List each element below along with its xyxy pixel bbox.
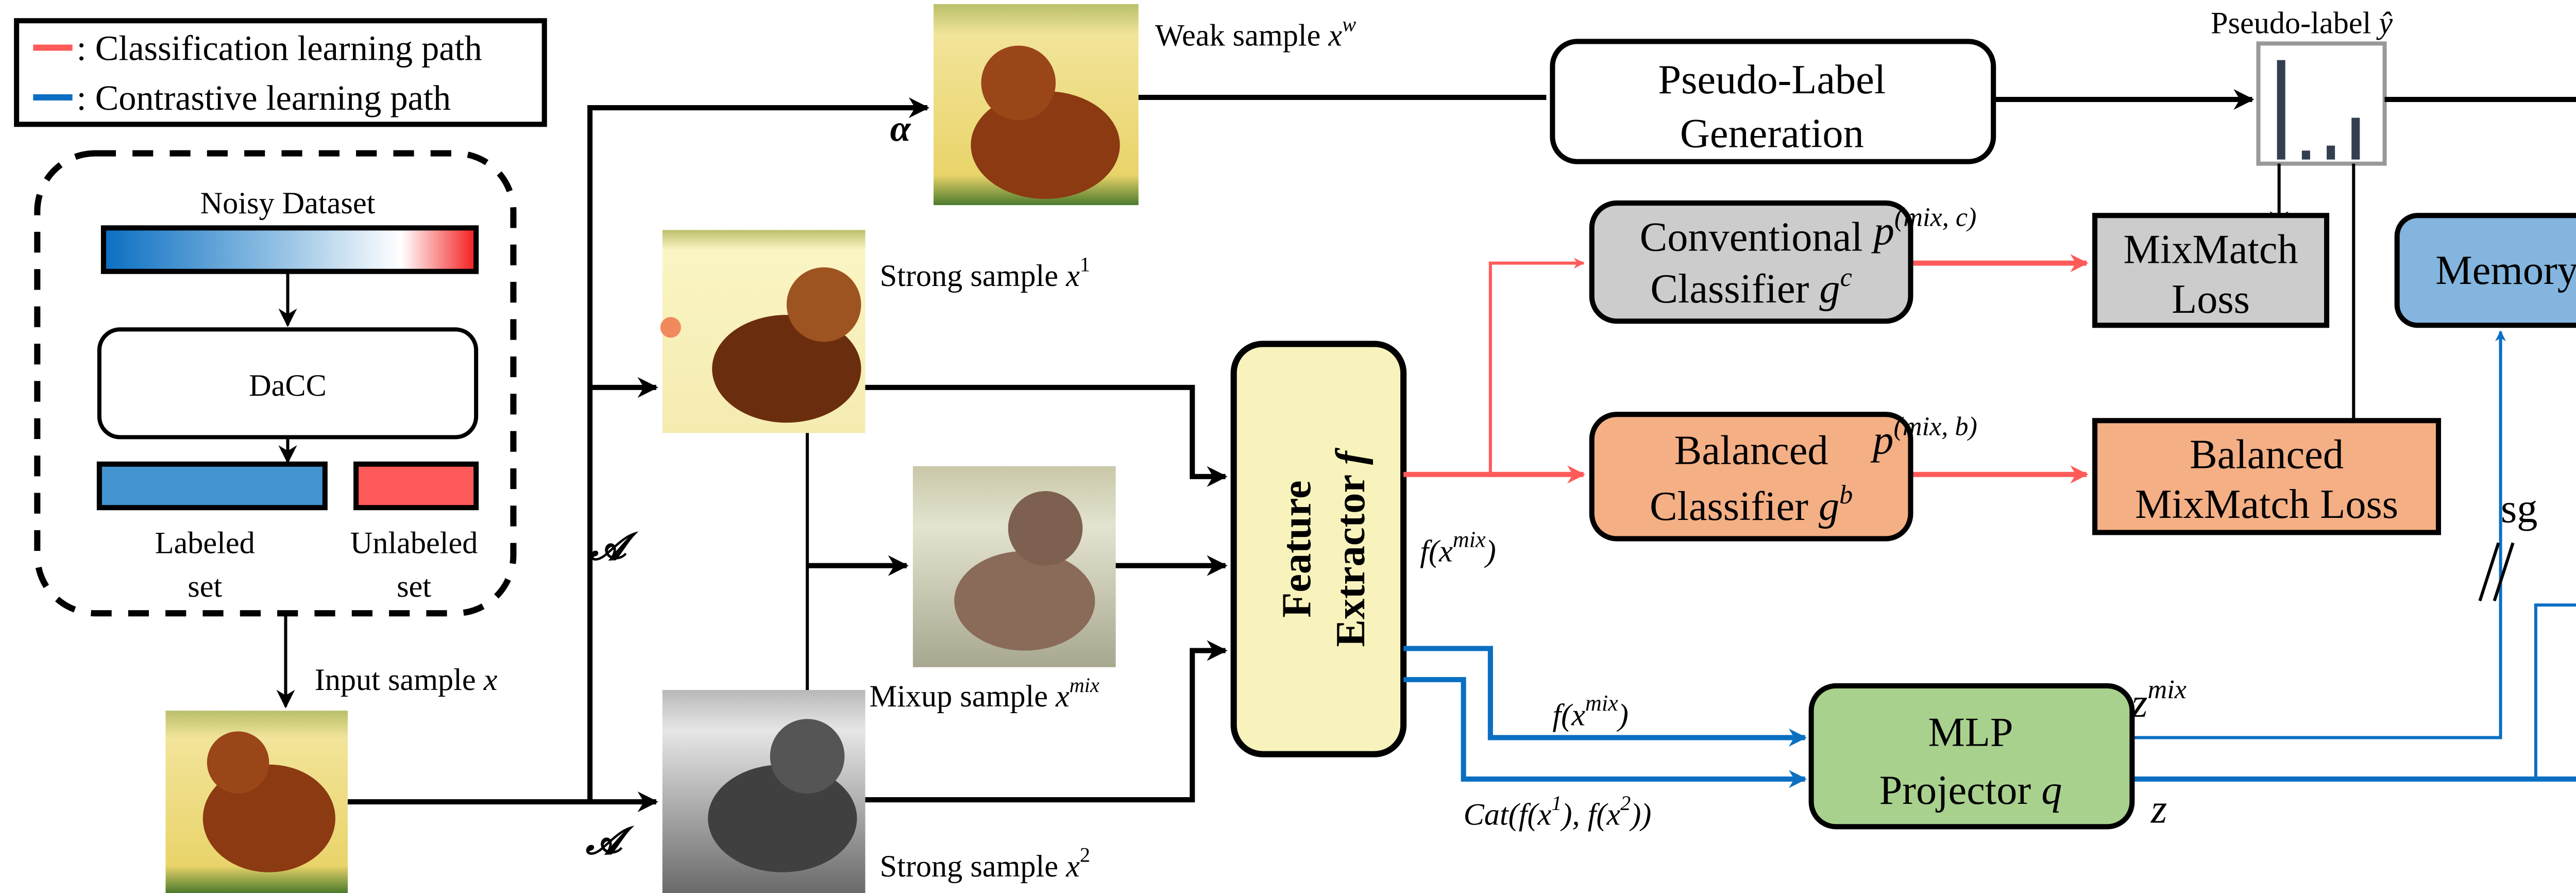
conventional-classifier-line1: Conventional — [1640, 214, 1863, 260]
augmentation-connectors — [348, 94, 1547, 813]
balanced-mixmatch-loss-block — [2092, 418, 2442, 535]
f-xmix-label-bottom: f(xmix) — [1552, 690, 1628, 732]
dacc-box — [97, 327, 479, 440]
input-sample-label: Input sample x — [315, 663, 498, 697]
mlp-projector-line2: Projector q — [1879, 767, 2062, 813]
cat-features-label: Cat(f(x1), f(x2)) — [1464, 791, 1652, 832]
histogram-bar — [2327, 145, 2335, 160]
labeled-set-label-line1: Labeled — [155, 526, 255, 561]
arrow-fe-to-mlp-fmix — [1403, 646, 1807, 747]
p-mix-c-label: p(mix, c) — [1871, 202, 1977, 254]
pseudo-label-generation-line1: Pseudo-Label — [1658, 57, 1886, 103]
pseudo-label-title: Pseudo-label ŷ — [2211, 6, 2393, 40]
stop-gradient-label: sg — [2501, 485, 2537, 531]
feature-extractor-block — [1230, 341, 1407, 757]
arrow-z-to-instance — [2534, 603, 2576, 779]
arrow-fe-to-conventional-classifier — [1488, 258, 1585, 475]
strong-sample-2-label: Strong sample x2 — [880, 844, 1090, 884]
line-zmix-to-memory-bank — [2132, 335, 2502, 739]
arrow-to-weak — [587, 97, 930, 802]
mixmatch-loss-block — [2092, 213, 2330, 328]
conventional-classifier-line2: Classifier gc — [1650, 262, 1852, 312]
unlabeled-set-bar — [353, 461, 479, 511]
legend: : Classification learning path : Contras… — [14, 18, 547, 127]
z-label: z — [2150, 786, 2167, 832]
z-mix-label: zmix — [2131, 675, 2187, 726]
f-xmix-label-top: f(xmix) — [1420, 527, 1496, 568]
histogram-bar — [2277, 60, 2285, 160]
legend-contrastive-label: : Contrastive learning path — [77, 78, 451, 117]
p-mix-b-label: p(mix, b) — [1870, 411, 1977, 463]
weak-sample-label: Weak sample xw — [1155, 12, 1356, 53]
arrow-fe-to-mlp-cat — [1403, 677, 1807, 788]
pseudo-label-histogram — [2277, 60, 2360, 160]
classification-path — [1403, 254, 2089, 484]
pseudo-label-generation-line2: Generation — [1680, 110, 1864, 156]
strong-sample-1-image — [660, 230, 866, 433]
balanced-classifier-block — [1589, 412, 1913, 542]
noisy-dataset-title: Noisy Dataset — [200, 186, 376, 221]
svg-text:Extractor f: Extractor f — [1328, 447, 1374, 647]
strong-augmentation-symbol-top: 𝓐 — [589, 527, 639, 568]
unlabeled-set-label-line1: Unlabeled — [350, 526, 478, 561]
memory-bank-label: Memory Bank M — [2435, 247, 2576, 293]
labeled-set-bar — [96, 461, 328, 511]
mixup-sample-label: Mixup sample xmix — [870, 673, 1099, 714]
mixmatch-loss-line1: MixMatch — [2123, 227, 2298, 273]
mixup-sample-image — [912, 466, 1116, 667]
dataset-panel: Noisy Dataset DaCC Labeled set Unlabeled… — [34, 150, 517, 617]
legend-frame — [14, 18, 547, 127]
mlp-projector-block — [1808, 683, 2135, 830]
mixmatch-loss-line2: Loss — [2172, 276, 2250, 322]
balanced-mixmatch-loss-line2: MixMatch Loss — [2135, 481, 2398, 527]
strong-sample-1-label: Strong sample x1 — [880, 253, 1090, 293]
dacc-label: DaCC — [249, 368, 327, 403]
svg-text:Feature: Feature — [1274, 480, 1319, 617]
memory-bank-block — [2394, 213, 2576, 328]
balanced-classifier-line2: Classifier gb — [1650, 480, 1853, 529]
strong-augmentation-symbol-bottom: 𝓐 — [585, 821, 635, 862]
arrow-strong1-to-fe — [865, 384, 1228, 487]
strong-sample-2-image — [662, 689, 866, 893]
input-sample-image — [165, 711, 348, 893]
conventional-classifier-block — [1589, 200, 1913, 324]
labeled-set-label-line2: set — [188, 569, 222, 604]
mlp-projector-line1: MLP — [1928, 709, 2013, 755]
feature-extractor-label: Feature Extractor f — [1274, 447, 1373, 647]
unlabeled-set-label-line2: set — [397, 569, 431, 604]
balanced-mixmatch-loss-line1: Balanced — [2190, 432, 2344, 478]
noisy-dataset-bar — [100, 225, 479, 274]
legend-classification-label: : Classification learning path — [77, 29, 482, 68]
contrastive-path — [1403, 330, 2576, 788]
histogram-bar — [2351, 117, 2360, 160]
dataset-dashed-frame — [34, 150, 517, 617]
weak-sample-image — [934, 4, 1139, 206]
stop-gradient-mark — [2478, 542, 2515, 601]
histogram-bar — [2301, 150, 2310, 160]
balanced-classifier-line1: Balanced — [1674, 428, 1828, 474]
weak-augmentation-symbol: α — [890, 108, 911, 149]
arrow-strong2-to-fe — [865, 640, 1228, 803]
